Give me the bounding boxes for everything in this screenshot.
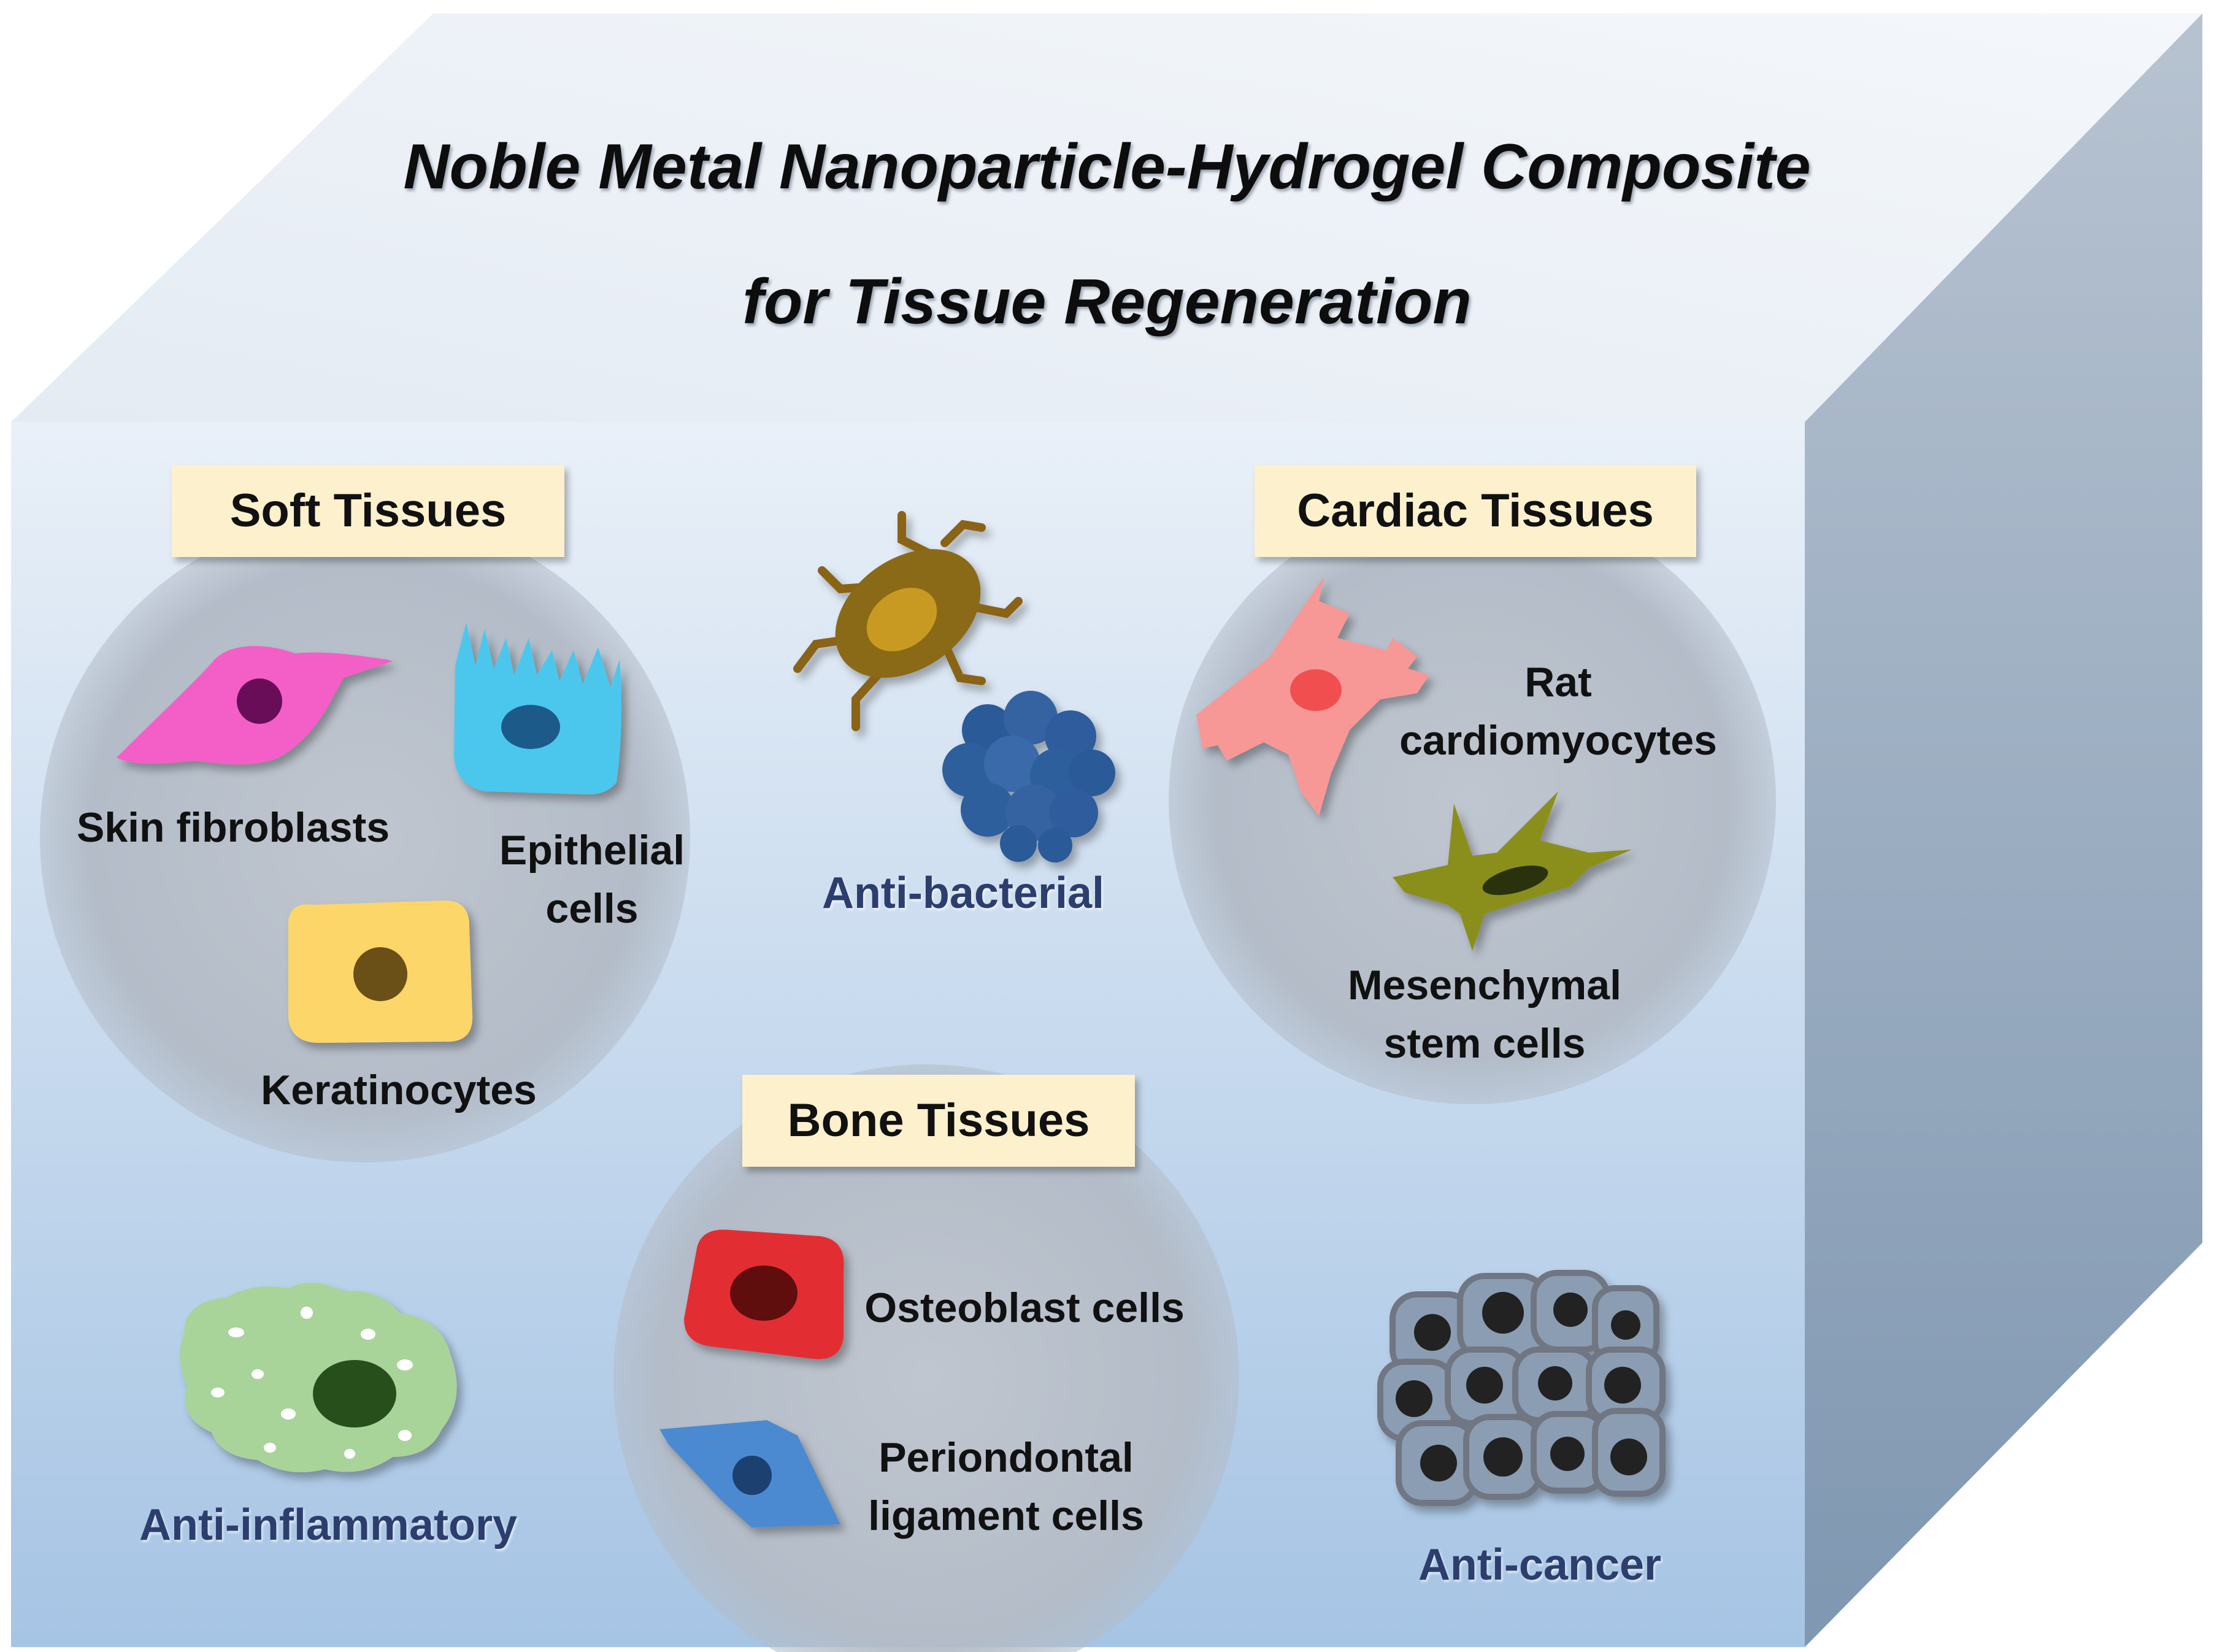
inflammatory-cell-icon bbox=[180, 1283, 457, 1472]
rat-cardiomyocytes-label-line-2: cardiomyocytes bbox=[1399, 717, 1717, 764]
mesenchymal-stem-cell-icon bbox=[1393, 791, 1632, 951]
keratinocyte-icon bbox=[288, 900, 473, 1043]
title-line-2: for Tissue Regeneration bbox=[742, 266, 1472, 337]
cardiac-tissues-heading: Cardiac Tissues bbox=[1255, 465, 1696, 557]
osteoblast-cells-label: Osteoblast cells bbox=[864, 1285, 1185, 1331]
osteoblast-icon bbox=[684, 1229, 844, 1359]
cardiomyocyte-icon bbox=[1196, 577, 1429, 816]
anti-inflammatory-label: Anti-inflammatory bbox=[139, 1500, 518, 1550]
epithelial-cell-icon bbox=[454, 623, 622, 794]
title-line-1: Noble Metal Nanoparticle-Hydrogel Compos… bbox=[403, 131, 1811, 202]
keratinocytes-label: Keratinocytes bbox=[261, 1067, 537, 1113]
periodontal-ligament-cells-label-line-1: Periondontal bbox=[878, 1434, 1134, 1481]
bacteria-cluster-icon bbox=[942, 691, 1115, 862]
bacterium-icon bbox=[793, 511, 1023, 731]
mesenchymal-stem-cells-label-line-2: stem cells bbox=[1383, 1020, 1586, 1067]
box-top-face bbox=[11, 13, 2202, 422]
mesenchymal-stem-cells-label-line-1: Mesenchymal bbox=[1348, 962, 1621, 1008]
rat-cardiomyocytes-label-line-1: Rat bbox=[1524, 659, 1592, 705]
anti-bacterial-label: Anti-bacterial bbox=[821, 869, 1105, 918]
skin-fibroblast-icon bbox=[117, 646, 393, 765]
epithelial-cells-label-line-2: cells bbox=[545, 885, 639, 932]
periodontal-ligament-cells-label-line-2: ligament cells bbox=[868, 1493, 1144, 1539]
cardiac-tissues-circle bbox=[1169, 497, 1776, 1104]
box-side-face bbox=[1805, 13, 2202, 1647]
skin-fibroblasts-label: Skin fibroblasts bbox=[76, 804, 390, 851]
cancer-cells-icon bbox=[1377, 1270, 1666, 1506]
periodontal-ligament-cell-icon bbox=[659, 1420, 840, 1527]
epithelial-cells-label-line-1: Epithelial bbox=[499, 827, 685, 874]
bone-tissues-heading: Bone Tissues bbox=[742, 1075, 1135, 1167]
soft-tissues-heading: Soft Tissues bbox=[172, 465, 564, 557]
anti-cancer-label: Anti-cancer bbox=[1418, 1540, 1662, 1589]
